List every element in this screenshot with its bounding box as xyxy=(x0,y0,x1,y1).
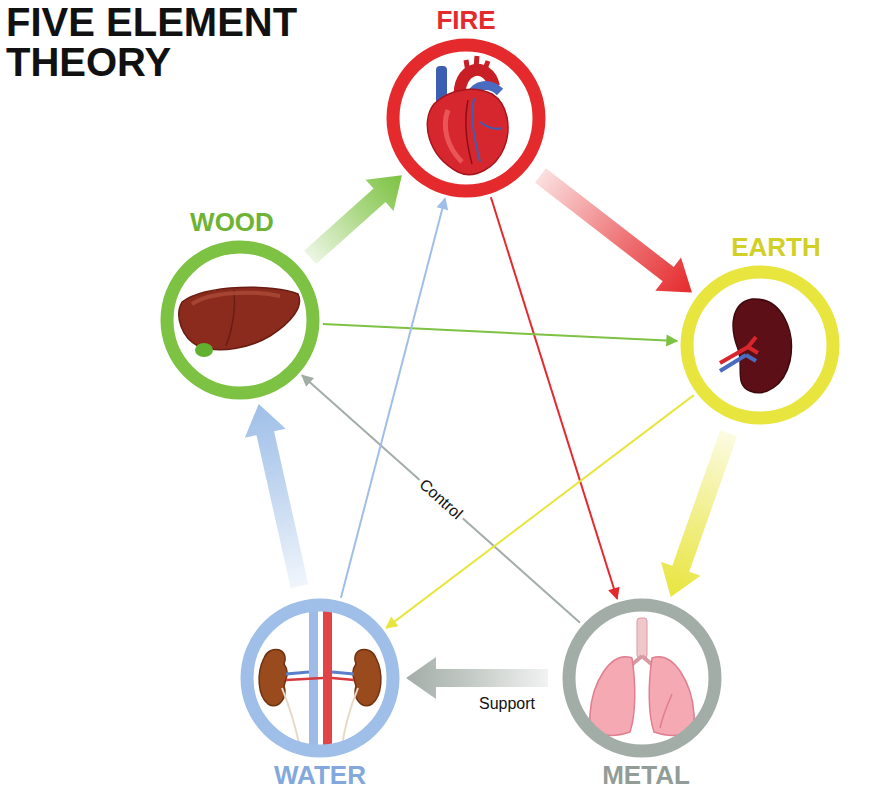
generating-arrow xyxy=(406,657,548,699)
generating-arrow xyxy=(535,168,692,292)
renal-arteries xyxy=(286,678,354,680)
liver-ligament xyxy=(226,290,235,346)
element-name: WATER xyxy=(238,761,402,790)
edge-label: Control xyxy=(413,473,469,526)
control-arrow xyxy=(341,198,445,597)
splenic-vein xyxy=(720,355,756,371)
generating-arrow xyxy=(245,404,308,588)
element-ring xyxy=(680,265,840,425)
element-name: METAL xyxy=(564,761,728,790)
generating-arrow xyxy=(304,175,402,264)
renal-veins xyxy=(286,672,354,674)
control-arrow xyxy=(386,395,694,628)
element-ring xyxy=(562,598,722,758)
lungs-illustration xyxy=(590,618,694,735)
element-ring xyxy=(240,598,400,758)
left-kidney xyxy=(259,649,287,705)
element-ring-outline xyxy=(393,45,539,191)
generating-arrow xyxy=(661,431,737,597)
spleen-illustration xyxy=(720,299,791,393)
coronary-artery xyxy=(466,100,472,164)
element-circle: FIRE xyxy=(386,38,546,198)
liver-illustration xyxy=(179,287,300,357)
heart-highlight xyxy=(445,110,462,162)
liver-highlight xyxy=(192,293,280,304)
element-circle: METAL xyxy=(562,598,722,758)
heart-body xyxy=(427,89,508,174)
element-ring xyxy=(160,240,320,400)
element-circle: EARTH xyxy=(680,265,840,425)
liver-body xyxy=(179,287,300,349)
diagram-title: FIVE ELEMENT THEORY xyxy=(6,2,386,82)
kidneys-illustration xyxy=(259,606,381,750)
control-arrow xyxy=(491,197,617,599)
element-ring-outline xyxy=(569,605,715,751)
element-circle: WATER xyxy=(240,598,400,758)
left-lung xyxy=(590,657,635,736)
element-name: FIRE xyxy=(384,6,548,35)
element-name: WOOD xyxy=(150,208,314,237)
element-ring xyxy=(386,38,546,198)
right-lung xyxy=(649,657,694,736)
element-circle: WOOD xyxy=(160,240,320,400)
element-ring-outline xyxy=(247,605,393,751)
edge-label: Support xyxy=(476,694,538,713)
aorta-branches xyxy=(466,56,488,72)
gallbladder xyxy=(195,343,213,357)
coronary-vein xyxy=(472,98,502,162)
control-arrow xyxy=(323,324,677,341)
right-kidney xyxy=(353,649,381,705)
element-name: EARTH xyxy=(694,233,858,262)
lung-fissure xyxy=(660,694,672,728)
element-ring-outline xyxy=(167,247,313,393)
heart-illustration xyxy=(427,56,508,175)
spleen-body xyxy=(733,299,791,393)
trachea xyxy=(637,618,647,658)
element-ring-outline xyxy=(687,272,833,418)
aorta xyxy=(323,606,332,750)
